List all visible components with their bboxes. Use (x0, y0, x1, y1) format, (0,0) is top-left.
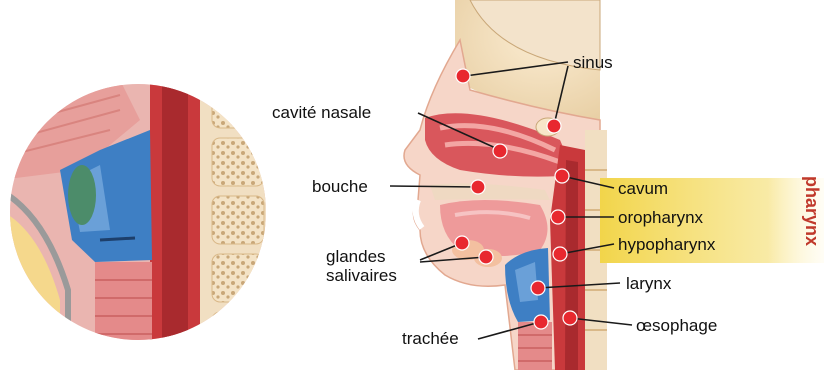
label-pharynx: pharynx (802, 176, 822, 246)
label-glandes: glandes (326, 247, 386, 266)
marker-larynx (531, 281, 545, 295)
marker-glande-1 (455, 236, 469, 250)
marker-sinus-frontal (456, 69, 470, 83)
label-cavum: cavum (618, 179, 668, 198)
marker-bouche (471, 180, 485, 194)
label-larynx: larynx (626, 274, 672, 293)
label-cavite-nasale: cavité nasale (272, 103, 371, 122)
marker-cavum (555, 169, 569, 183)
label-bouche: bouche (312, 177, 368, 196)
vertebra (212, 80, 264, 360)
marker-sinus-sphenoid (547, 119, 561, 133)
label-oesophage: œsophage (636, 316, 717, 335)
marker-glande-2 (479, 250, 493, 264)
label-hypopharynx: hypopharynx (618, 235, 716, 254)
marker-trachee (534, 315, 548, 329)
marker-oesophage (563, 311, 577, 325)
label-sinus: sinus (573, 53, 613, 72)
label-trachee: trachée (402, 329, 459, 348)
marker-cavite-nasale (493, 144, 507, 158)
marker-oropharynx (551, 210, 565, 224)
zoom-inset (0, 60, 290, 370)
label-oropharynx: oropharynx (618, 208, 704, 227)
marker-hypopharynx (553, 247, 567, 261)
label-salivaires: salivaires (326, 266, 397, 285)
